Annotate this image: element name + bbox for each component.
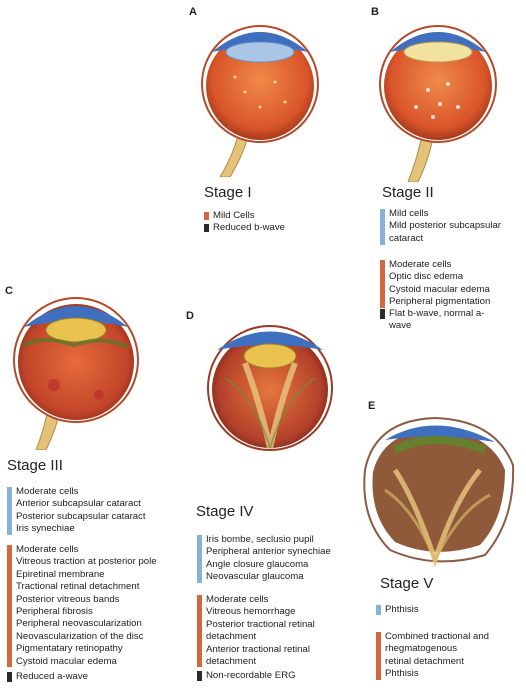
panel-letter-a: A [189, 6, 197, 18]
stage-2-group-orange: Moderate cells Optic disc edema Cystoid … [380, 259, 490, 309]
finding-line: Peripheral anterior synechiae [206, 546, 331, 558]
stage-2-group-black: Flat b-wave, normal a- wave [380, 308, 484, 333]
finding-line: Posterior subcapsular cataract [16, 510, 146, 522]
finding-line: Posterior tractional retinal [206, 618, 315, 630]
stage-5-group-blue: Phthisis [376, 604, 419, 616]
group-color-bar [197, 595, 202, 667]
finding-line: Flat b-wave, normal a- [389, 308, 485, 319]
group-color-bar [7, 487, 12, 535]
stage-3-title: Stage III [7, 457, 63, 474]
finding-line: Vitreous hemorrhage [206, 606, 296, 618]
finding-line: Phthisis [385, 604, 419, 615]
finding-line: wave [389, 320, 412, 332]
stage-1-item-text: Mild Cells [213, 210, 255, 221]
group-color-bar [197, 535, 202, 583]
legend-swatch-orange [204, 212, 209, 220]
finding-line: Anterior subcapsular cataract [16, 498, 141, 510]
finding-line: Neovascularization of the disc [16, 630, 144, 642]
eye-illustration-stage-1 [201, 25, 319, 177]
eye-illustration-stage-3 [13, 297, 139, 450]
finding-line: Non-recordable ERG [206, 670, 296, 681]
stage-1-item-text: Reduced b-wave [213, 222, 285, 233]
panel-letter-c: C [5, 285, 13, 297]
group-color-bar [380, 260, 385, 308]
finding-line: Cystoid macular edema [389, 283, 490, 295]
stage-2-group-blue: Mild cells Mild posterior subcapsular ca… [380, 208, 501, 245]
finding-line: Anterior tractional retinal [206, 643, 310, 655]
finding-line: Pigmentatary retinopathy [16, 643, 123, 655]
group-color-bar [376, 605, 381, 615]
eye-illustration-stage-5 [363, 416, 515, 568]
stage-3-group-black: Reduced a-wave [7, 671, 88, 683]
panel-letter-e: E [368, 400, 376, 412]
panel-letter-b: B [371, 6, 379, 18]
finding-line: Reduced a-wave [16, 671, 88, 682]
group-color-bar [380, 309, 385, 319]
finding-line: Tractional retinal detachment [16, 581, 140, 593]
finding-line: Optic disc edema [389, 271, 464, 283]
stage-1-title: Stage I [204, 184, 252, 201]
stage-4-group-orange: Moderate cells Vitreous hemorrhage Poste… [197, 594, 315, 668]
stage-3-group-orange: Moderate cells Vitreous traction at post… [7, 544, 157, 668]
finding-line: cataract [389, 232, 424, 244]
finding-line: Peripheral neovascularization [16, 618, 142, 630]
group-color-bar [7, 545, 12, 667]
finding-line: Iris synechiae [16, 523, 75, 535]
finding-line: Phthisis [385, 668, 419, 680]
finding-line: Cystoid macular edema [16, 655, 117, 667]
finding-line: Vitreous traction at posterior pole [16, 556, 157, 568]
finding-line: Mild cells [389, 208, 429, 219]
finding-line: Mild posterior subcapsular [389, 220, 501, 232]
finding-line: Posterior vitreous bands [16, 593, 120, 605]
group-color-bar [380, 209, 385, 245]
group-color-bar [197, 671, 202, 681]
finding-line: retinal detachment [385, 655, 464, 667]
finding-line: Moderate cells [16, 486, 79, 497]
stage-4-group-blue: Iris bombe, seclusio pupil Peripheral an… [197, 534, 331, 584]
stage-4-group-black: Non-recordable ERG [197, 670, 296, 682]
finding-line: Angle closure glaucoma [206, 558, 309, 570]
finding-line: Iris bombe, seclusio pupil [206, 534, 314, 545]
eye-illustration-stage-2 [379, 25, 497, 182]
stage-3-group-blue: Moderate cells Anterior subcapsular cata… [7, 486, 146, 536]
group-color-bar [376, 632, 381, 680]
finding-line: Epiretinal membrane [16, 568, 105, 580]
group-color-bar [7, 672, 12, 682]
finding-line: Moderate cells [206, 594, 269, 605]
eye-illustration-stage-4 [207, 325, 333, 451]
finding-line: detachment [206, 631, 257, 643]
stage-5-title: Stage V [380, 575, 434, 592]
stage-1-item: Mild Cells [204, 210, 255, 222]
panel-letter-d: D [186, 310, 194, 322]
stage-5-group-orange: Combined tractional and rhegmatogenous r… [376, 631, 489, 681]
finding-line: detachment [206, 656, 257, 668]
finding-line: Moderate cells [16, 544, 79, 555]
stage-2-title: Stage II [382, 184, 434, 201]
finding-line: Peripheral fibrosis [16, 606, 93, 618]
stage-1-item: Reduced b-wave [204, 222, 285, 234]
finding-line: Peripheral pigmentation [389, 296, 491, 308]
finding-line: rhegmatogenous [385, 643, 458, 655]
legend-swatch-black [204, 224, 209, 232]
finding-line: Neovascular glaucoma [206, 571, 304, 583]
stage-4-title: Stage IV [196, 503, 254, 520]
finding-line: Combined tractional and [385, 631, 489, 642]
finding-line: Moderate cells [389, 259, 452, 270]
